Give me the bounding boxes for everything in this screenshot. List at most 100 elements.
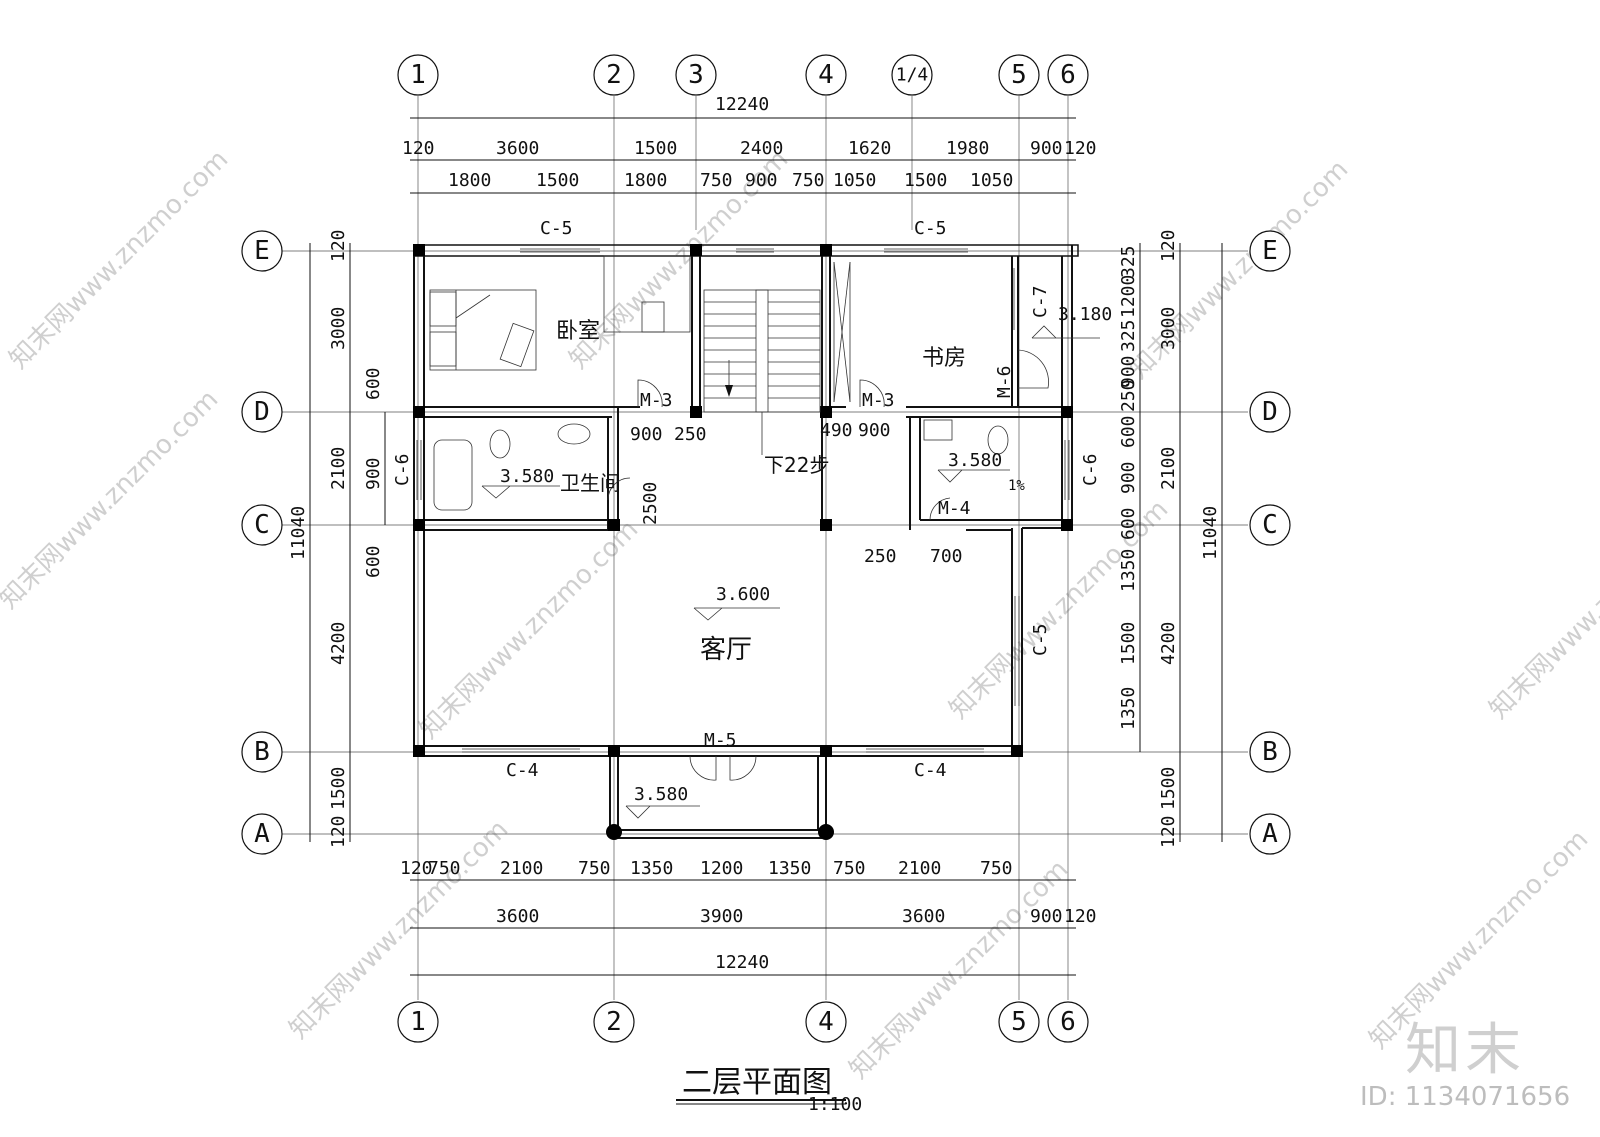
window-label: C-5 (914, 218, 947, 239)
dim-text: 250 (1118, 379, 1139, 412)
watermark: 知末网www.znzmo.com (844, 854, 1075, 1085)
stairs-label: 下22步 (764, 453, 829, 477)
window-label: C-4 (914, 760, 947, 781)
dim-text: 1200 (700, 858, 743, 879)
drawing-title-text: 二层平面图 (682, 1065, 832, 1100)
dim-text: 120 (1064, 138, 1097, 159)
axis-label: 2 (606, 60, 622, 90)
brand-logo: 知末 (1405, 1018, 1525, 1083)
room-bath: 卫生间 (560, 471, 620, 495)
dim-text: 700 (930, 546, 963, 567)
dim-text: 250 (864, 546, 897, 567)
dim-text: 1500 (536, 170, 579, 191)
dim-text: 900 (363, 457, 384, 490)
axis-label: 4 (818, 1007, 834, 1037)
dim-text: 12240 (715, 952, 769, 973)
slope-label: 1% (1008, 478, 1025, 494)
window-label: C-5 (1030, 623, 1051, 656)
dim-text: 325 (1118, 245, 1139, 278)
dim-text: 600 (1118, 507, 1139, 540)
dim-text: 120 (1158, 229, 1179, 262)
doors (607, 349, 1049, 781)
window-label: C-5 (540, 218, 573, 239)
dim-text: 1500 (1158, 767, 1179, 810)
dim-text: 1200 (1118, 275, 1139, 318)
dim-text: 1050 (833, 170, 876, 191)
axis-label: 5 (1011, 1007, 1027, 1037)
elevation-balcony: 3.580 (634, 784, 688, 805)
watermark: 知末网www.znzmo.com (1484, 494, 1600, 725)
axis-label: 3 (688, 60, 704, 90)
dim-text: 600 (1118, 415, 1139, 448)
room-living: 客厅 (700, 635, 752, 665)
left-dimensions: 11040 120 3000 2100 4200 1500 120 600 90… (288, 229, 386, 848)
dim-text: 2100 (898, 858, 941, 879)
dim-text: 120 (402, 138, 435, 159)
elevation-living: 3.600 (716, 584, 770, 605)
dim-text: 900 (1118, 461, 1139, 494)
dim-text: 600 (363, 545, 384, 578)
dim-text: 750 (428, 858, 461, 879)
dim-text: 120 (400, 858, 433, 879)
columns (413, 244, 1073, 840)
dim-text: 1980 (946, 138, 989, 159)
image-id: ID: 1134071656 (1360, 1082, 1571, 1112)
watermark: 知末网www.znzmo.com (284, 814, 515, 1045)
dim-text: 3000 (328, 307, 349, 350)
axis-label: C (254, 510, 270, 540)
axis-lines (282, 96, 1248, 1000)
dim-text: 900 (1118, 355, 1139, 388)
bottom-axis-bubbles: 1 2 4 5 6 (397, 1001, 1089, 1043)
dim-text: 3000 (1158, 307, 1179, 350)
dim-text: 2100 (1158, 447, 1179, 490)
bottom-dimensions: 120 750 2100 750 1350 1200 1350 750 2100… (400, 858, 1097, 976)
dim-text: 3900 (700, 906, 743, 927)
dim-text: 120 (1064, 906, 1097, 927)
axis-label: 6 (1060, 60, 1076, 90)
top-dimensions: 12240 120 3600 1500 2400 1620 1980 900 1… (402, 94, 1097, 194)
axis-label: D (254, 397, 270, 427)
dim-text: 900 (1030, 138, 1063, 159)
walls (413, 244, 1079, 839)
dim-text: 120 (1158, 815, 1179, 848)
axis-label: 1 (410, 60, 426, 90)
axis-label: 5 (1011, 60, 1027, 90)
dim-text: 1350 (1118, 687, 1139, 730)
elevation-bath-left: 3.580 (500, 466, 554, 487)
axis-label: E (1262, 236, 1278, 266)
dim-text: 1500 (328, 767, 349, 810)
dim-text: 3600 (496, 138, 539, 159)
axis-label: 1/4 (896, 65, 929, 86)
dim-text: 1350 (630, 858, 673, 879)
dim-text: 120 (328, 229, 349, 262)
dim-text: 2500 (640, 482, 661, 525)
dim-text: 250 (674, 424, 707, 445)
axis-label: B (254, 737, 270, 767)
axis-label: B (1262, 737, 1278, 767)
furniture (429, 255, 1009, 511)
watermark: 知末网www.znzmo.com (4, 144, 235, 375)
window-label: C-6 (1080, 453, 1101, 486)
dim-text: 900 (745, 170, 778, 191)
dim-text: 1350 (1118, 549, 1139, 592)
dim-text: 11040 (288, 506, 309, 560)
axis-label: C (1262, 510, 1278, 540)
dim-text: 750 (792, 170, 825, 191)
labels: 卧室 书房 卫生间 客厅 下22步 3.600 3.580 3.580 3.58… (392, 218, 1112, 805)
dim-text: 2100 (500, 858, 543, 879)
side-axis-bubbles: E D C B A E D C B A (241, 230, 1291, 855)
elevation-bath-right: 3.580 (948, 450, 1002, 471)
dim-text: 11040 (1200, 506, 1221, 560)
dim-text: 120 (328, 815, 349, 848)
elevation-markers (481, 325, 1100, 819)
axis-label: 2 (606, 1007, 622, 1037)
dim-text: 4200 (1158, 622, 1179, 665)
room-bedroom: 卧室 (556, 319, 600, 344)
dim-text: 490 (820, 420, 853, 441)
dim-text: 900 (630, 424, 663, 445)
dim-text: 1800 (624, 170, 667, 191)
room-study: 书房 (922, 346, 966, 371)
dim-text: 1500 (904, 170, 947, 191)
dim-text: 1800 (448, 170, 491, 191)
door-label: M-6 (994, 365, 1015, 398)
